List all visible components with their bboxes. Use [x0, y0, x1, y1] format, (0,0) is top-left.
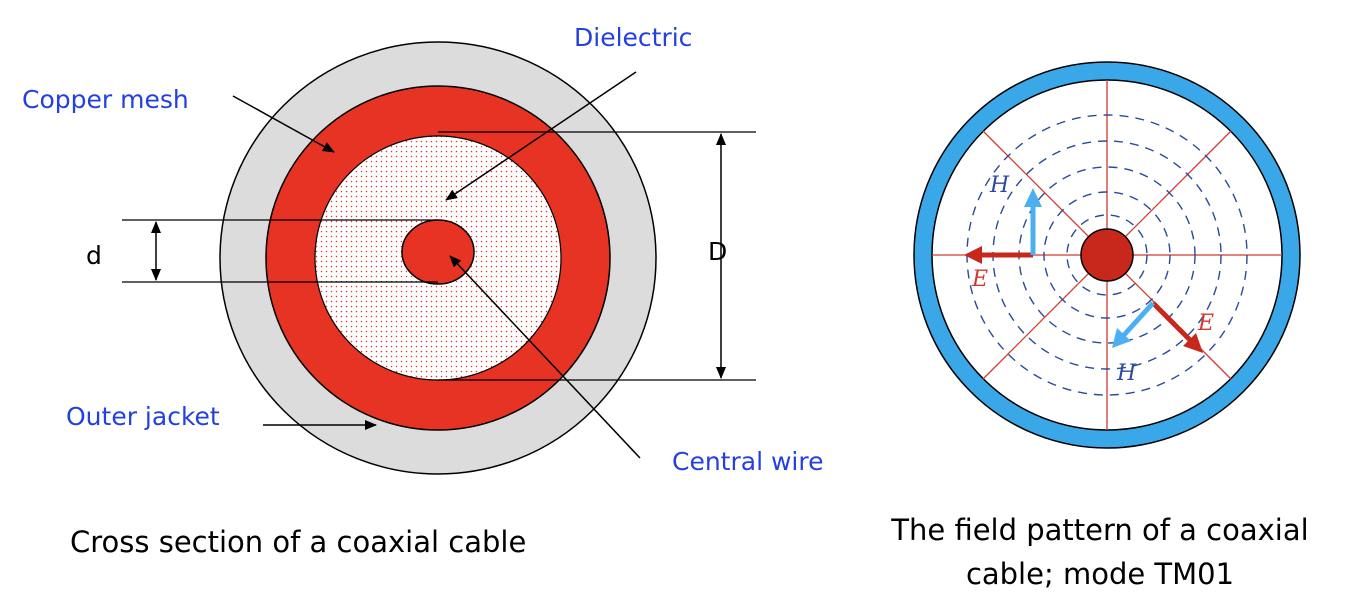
cross-section-caption: Cross section of a coaxial cable	[70, 525, 526, 559]
dielectric-pointer	[445, 71, 637, 201]
cross-section-diagram: d D Dielectric Copper mesh Outer jacket …	[22, 23, 823, 559]
e-arrow-left	[964, 246, 1033, 264]
inner-conductor	[1080, 228, 1134, 282]
field-pattern-caption-line1: The field pattern of a coaxial	[890, 513, 1308, 547]
h-label-top: H	[989, 173, 1010, 198]
D-label: D	[708, 237, 727, 266]
shield-outline-outer	[913, 61, 1301, 449]
copper-mesh-pointer	[232, 95, 335, 153]
e-arrow-diagonal	[1151, 301, 1203, 353]
outer-jacket-label: Outer jacket	[66, 402, 220, 431]
e-label-right: E	[1197, 311, 1214, 336]
dielectric-label: Dielectric	[574, 23, 692, 52]
h-label-bottom: H	[1116, 361, 1137, 386]
central-wire	[401, 219, 475, 285]
d-label: d	[86, 241, 102, 270]
h-arrow-up	[1024, 188, 1042, 255]
e-label-left: E	[971, 267, 988, 292]
copper-mesh-label: Copper mesh	[22, 85, 189, 114]
central-wire-label: Central wire	[672, 447, 823, 476]
outer-shield-ring	[914, 62, 1300, 448]
field-pattern-diagram: H E E H The field pattern of a coaxial c…	[890, 61, 1309, 591]
h-arrow-diagonal	[1112, 301, 1155, 348]
central-wire-pointer	[449, 255, 641, 459]
field-pattern-caption-line2: cable; mode TM01	[966, 557, 1234, 591]
